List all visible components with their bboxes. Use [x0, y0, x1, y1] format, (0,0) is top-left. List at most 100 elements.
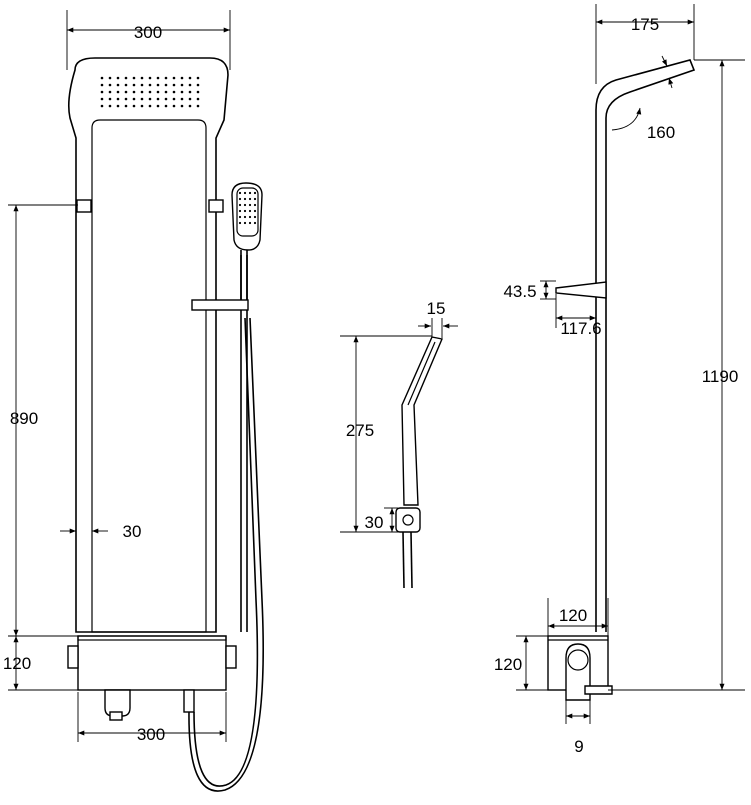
nozzle-dot [196, 90, 200, 94]
nozzle-dot [148, 90, 152, 94]
panel-inner-window [91, 119, 207, 633]
dim-label-front-base-height: 120 [3, 654, 31, 673]
nozzle-dot [132, 104, 136, 108]
dim-label-side-base-width: 120 [559, 606, 587, 625]
hand-nozzle-dot [243, 191, 247, 195]
nozzle-dot [108, 97, 112, 101]
nozzle-dot [148, 97, 152, 101]
hand-nozzle-dot [243, 221, 247, 225]
bracket-left-upper [76, 199, 92, 213]
nozzle-dot [172, 97, 176, 101]
nozzle-dot [196, 83, 200, 87]
nozzle-dot [140, 83, 144, 87]
dim-label-handset-length: 275 [346, 421, 374, 440]
dim-label-side-base-height: 120 [494, 655, 522, 674]
handset-hose [402, 531, 405, 589]
nozzle-dot [172, 104, 176, 108]
dim-label-side-arm-reach: 175 [631, 15, 659, 34]
mixer-base [77, 635, 227, 691]
nozzle-dot [124, 76, 128, 80]
hand-nozzle-dot [238, 215, 242, 219]
base-divider [77, 635, 227, 641]
nozzle-dot [124, 83, 128, 87]
nozzle-dot [116, 104, 120, 108]
dim-front-height: 890 [8, 204, 78, 637]
side-view: 175 160 43.5 117.6 [494, 4, 745, 756]
nozzle-dot [100, 97, 104, 101]
nozzle-dot [156, 76, 160, 80]
side-shelf [555, 281, 607, 299]
nozzle-dot [196, 76, 200, 80]
nozzle-dot [116, 83, 120, 87]
nozzle-dot [140, 90, 144, 94]
nozzle-dot [156, 104, 160, 108]
dim-label-handset-holder: 30 [365, 513, 384, 532]
nozzle-dot [100, 83, 104, 87]
nozzle-dot [108, 90, 112, 94]
dim-label-side-total-height: 1190 [702, 367, 739, 386]
nozzle-dot [132, 90, 136, 94]
nozzle-dot [188, 83, 192, 87]
nozzle-dot [196, 104, 200, 108]
handset-profile [401, 336, 443, 506]
nozzle-dot [132, 76, 136, 80]
dim-front-bottom-width: 300 [77, 692, 227, 744]
side-outlet [584, 685, 613, 695]
nozzle-dot [116, 90, 120, 94]
hand-nozzle-dot [253, 221, 257, 225]
dim-label-side-arm-angle: 160 [647, 123, 675, 142]
nozzle-dot [100, 90, 104, 94]
nozzle-dot [164, 83, 168, 87]
rail-slider [191, 299, 249, 311]
bracket-right-upper [208, 199, 224, 213]
nozzle-dot [172, 83, 176, 87]
dim-label-front-bottom-width: 300 [137, 725, 165, 744]
hand-nozzle-dot [248, 197, 252, 201]
shower-head-plate [68, 57, 229, 633]
nozzle-dot [140, 104, 144, 108]
nozzle-dot [188, 90, 192, 94]
nozzle-dot [124, 90, 128, 94]
nozzle-dot [100, 104, 104, 108]
nozzle-dot [164, 90, 168, 94]
dim-handset-width: 15 [418, 299, 458, 338]
nozzle-dot [132, 97, 136, 101]
nozzle-dot [116, 97, 120, 101]
nozzle-dot [180, 76, 184, 80]
dim-side-arm-reach: 175 [595, 4, 695, 84]
hand-nozzle-dot [248, 203, 252, 207]
hand-nozzle-dot [238, 197, 242, 201]
head-nozzles [100, 76, 200, 108]
side-lever [565, 643, 591, 701]
nozzle-dot [196, 97, 200, 101]
dim-handset-holder: 30 [365, 507, 398, 532]
dim-side-total-height: 1190 [608, 59, 745, 691]
handset-side-view: 15 275 30 [340, 299, 458, 589]
dim-side-shelf-depth: 117.6 [555, 294, 602, 338]
hand-nozzle-dot [243, 215, 247, 219]
side-column [595, 59, 696, 632]
nozzle-dot [164, 97, 168, 101]
spout-tip [109, 711, 123, 721]
nozzle-dot [156, 90, 160, 94]
nozzle-dot [148, 83, 152, 87]
hand-shower-nozzles [238, 191, 257, 225]
nozzle-dot [172, 76, 176, 80]
hand-nozzle-dot [238, 209, 242, 213]
hand-nozzle-dot [253, 197, 257, 201]
nozzle-dot [132, 83, 136, 87]
nozzle-dot [148, 104, 152, 108]
dim-handset-length: 275 [340, 335, 432, 533]
dim-side-arm-angle: 160 [611, 107, 675, 142]
nozzle-dot [108, 83, 112, 87]
dim-label-side-shelf-height: 43.5 [503, 282, 536, 301]
front-view: 300 [3, 10, 264, 792]
hand-nozzle-dot [248, 221, 252, 225]
dim-label-front-height: 890 [10, 409, 38, 428]
nozzle-dot [164, 104, 168, 108]
nozzle-dot [100, 76, 104, 80]
dim-side-outlet: 9 [565, 700, 591, 756]
nozzle-dot [156, 83, 160, 87]
